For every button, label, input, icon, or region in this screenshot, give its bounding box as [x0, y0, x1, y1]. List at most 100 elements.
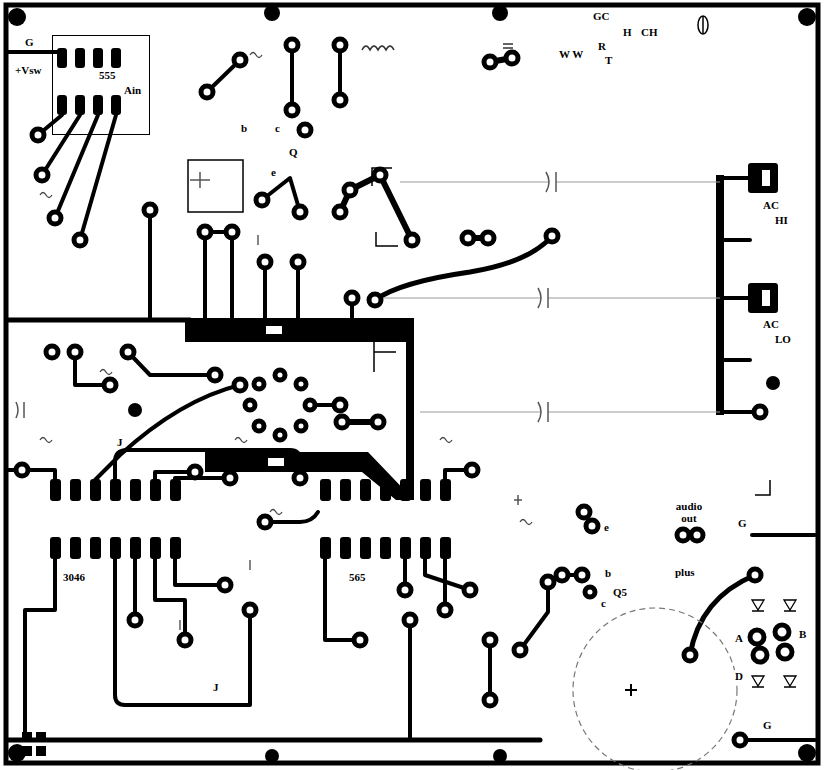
- pad: [439, 604, 451, 616]
- pad: [546, 230, 558, 242]
- resistor-symbol: [440, 438, 452, 443]
- capacitor-lead: [400, 182, 720, 183]
- diode-symbol: [784, 600, 796, 611]
- transistor-pin: e: [270, 166, 277, 178]
- pad: [369, 294, 381, 306]
- copper-trace: [230, 232, 234, 320]
- ic-pad: [111, 48, 121, 68]
- pad: [244, 604, 256, 616]
- ground-label: G: [24, 36, 35, 48]
- filter-capacitor-outline: [573, 608, 737, 770]
- copper-band: [716, 175, 724, 415]
- pin-label: Ain: [123, 84, 142, 96]
- copper-trace: [115, 450, 300, 480]
- pad: [346, 292, 358, 304]
- pad: [16, 464, 28, 476]
- pad: [542, 576, 554, 588]
- part-number: 3046: [62, 571, 86, 583]
- ground-label: G: [762, 719, 773, 731]
- mounting-hole: [492, 5, 508, 21]
- pad: [259, 516, 271, 528]
- filter-capacitor-outline: [573, 608, 737, 770]
- part-name: Q: [288, 146, 299, 158]
- polarity-label: plus: [674, 566, 696, 578]
- pad: [734, 734, 746, 746]
- terminal-label: R: [597, 40, 607, 52]
- capacitor-lead: [380, 182, 720, 412]
- pad: [286, 39, 298, 51]
- terminal-label: D: [734, 670, 744, 682]
- mounting-hole: [798, 744, 816, 762]
- terminal-label: H: [622, 26, 633, 38]
- mounting-hole: [8, 5, 816, 763]
- transistor-pin: c: [600, 597, 607, 609]
- mounting-hole: [766, 376, 780, 390]
- pad: [234, 379, 246, 391]
- capacitor-symbol: [538, 402, 548, 422]
- resistor-symbol: [40, 193, 52, 198]
- copper-trace: [80, 115, 116, 240]
- pad: [122, 346, 134, 358]
- ic-pad: [340, 537, 351, 559]
- copper-trace: [290, 45, 294, 110]
- pad: [69, 346, 81, 358]
- ground-label: G: [737, 517, 748, 529]
- copper-trace: [8, 738, 540, 743]
- ic-pad: [75, 48, 85, 68]
- ic-pad: [90, 537, 101, 559]
- copper-trace: [752, 533, 815, 537]
- capacitor-symbol: [514, 495, 522, 505]
- pad: [677, 529, 689, 541]
- resistor-symbol: [40, 53, 532, 631]
- copper-trace: [720, 176, 748, 180]
- resistor-symbol: [235, 438, 247, 443]
- ic-pad: [170, 537, 181, 559]
- transistor-pin: b: [240, 122, 248, 134]
- pad: [16, 39, 792, 746]
- pad: [684, 649, 696, 661]
- terminal-pad: [22, 746, 32, 756]
- part-name: Q5: [612, 586, 628, 598]
- pad: [344, 184, 356, 196]
- pad: [466, 464, 478, 476]
- copper-band: [205, 452, 414, 500]
- ic-pad: [93, 48, 103, 68]
- ic-pad: [110, 537, 121, 559]
- pad: [578, 506, 590, 518]
- pad: [750, 630, 764, 644]
- diode-symbol: [784, 676, 796, 687]
- copper-trace: [296, 262, 300, 320]
- pad: [336, 416, 348, 428]
- resistor-symbol: [520, 520, 532, 525]
- ic-pad: [440, 479, 451, 501]
- pad: [209, 369, 221, 381]
- ic-pad: [57, 95, 67, 115]
- component-outline: [755, 480, 770, 495]
- copper-trace: [128, 352, 215, 375]
- pad: [585, 587, 595, 597]
- ic-pad: [150, 479, 161, 501]
- pad: [775, 625, 789, 639]
- copper-trace: [722, 358, 750, 362]
- copper-trace: [340, 175, 412, 240]
- pad: [404, 614, 416, 626]
- ic-pad: [93, 95, 103, 115]
- component-outline: [374, 332, 396, 372]
- pad: [556, 569, 568, 581]
- copper-trace: [375, 236, 552, 300]
- component-outline: [376, 232, 398, 246]
- capacitor-lead: [420, 412, 720, 413]
- ic-pad: [150, 537, 161, 559]
- pad: [334, 399, 346, 411]
- resistor-symbol: [40, 438, 52, 443]
- ic-pad: [111, 95, 121, 115]
- tube-socket: [275, 370, 285, 380]
- transistor-pin: c: [274, 122, 281, 134]
- component-outline: [702, 16, 704, 34]
- ic-pad: [70, 537, 81, 559]
- mounting-hole: [493, 749, 507, 763]
- component-outline: [372, 168, 392, 186]
- ic-pad: [420, 479, 431, 501]
- pad: [749, 569, 761, 581]
- mounting-hole: [128, 403, 142, 417]
